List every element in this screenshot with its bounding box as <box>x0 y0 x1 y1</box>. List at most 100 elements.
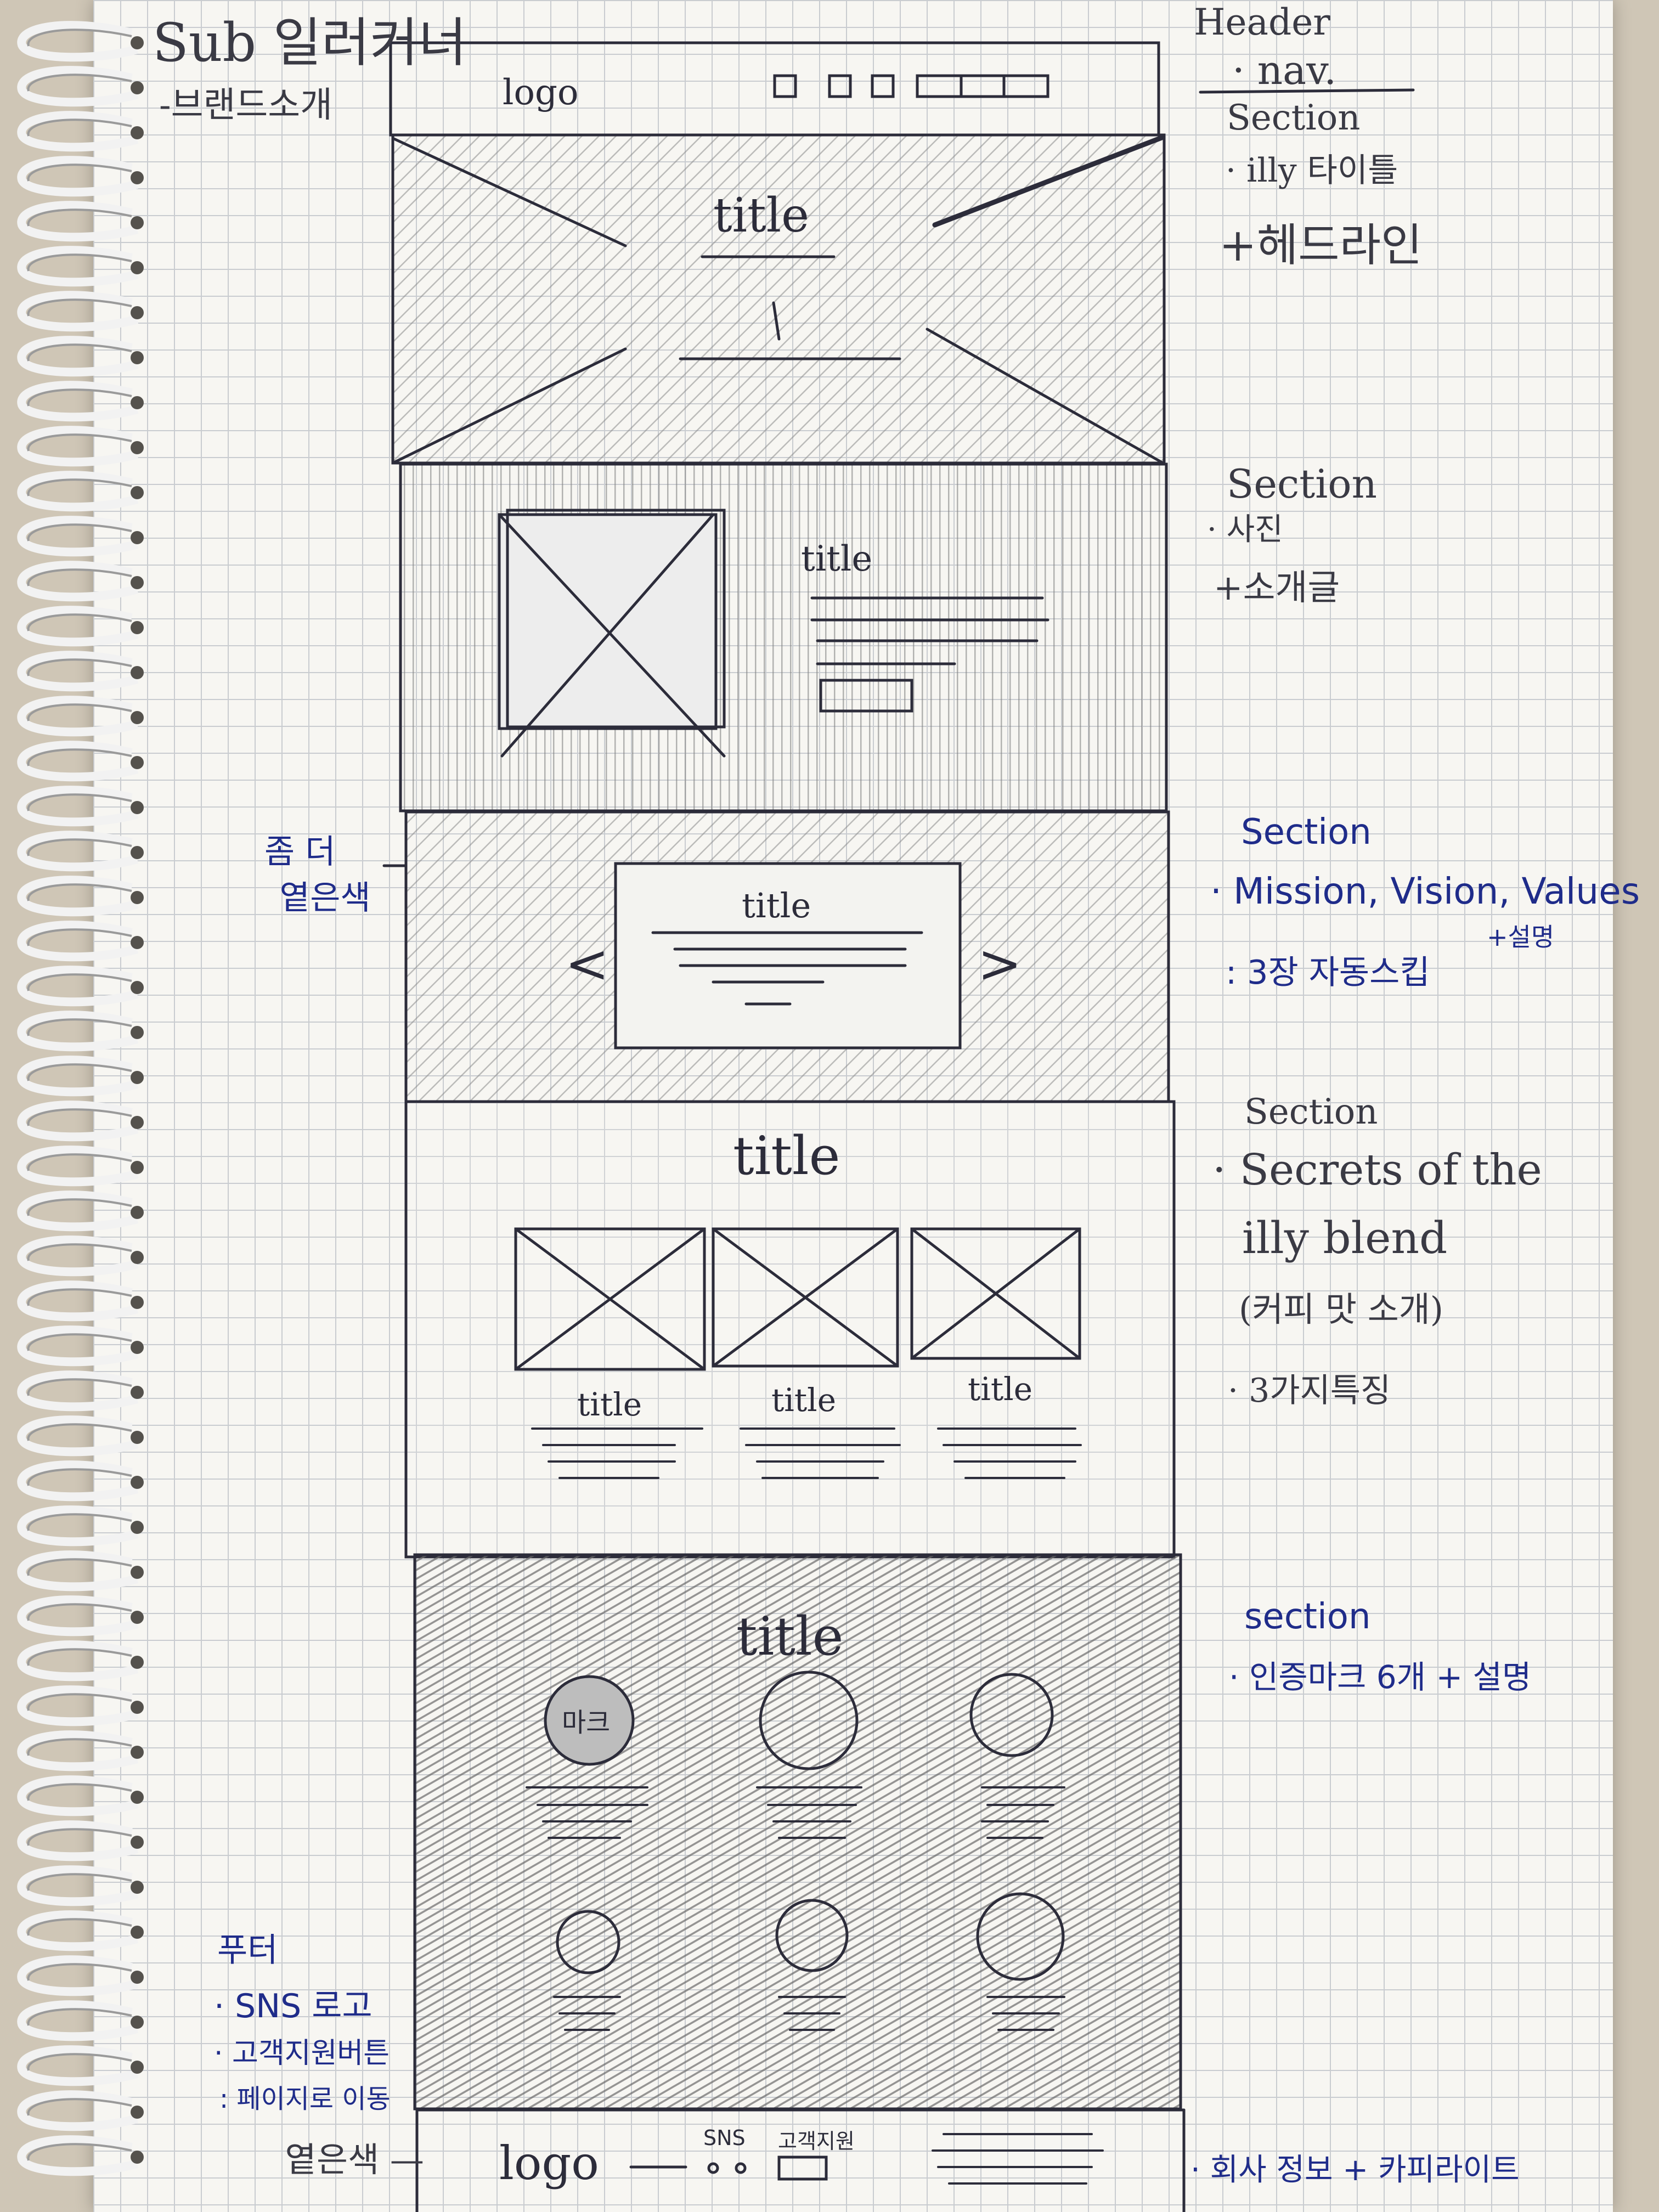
note-section2-b: +소개글 <box>1214 568 1340 608</box>
spiral-ring <box>17 1146 139 1187</box>
spiral-ring <box>17 696 139 737</box>
spiral-ring <box>17 2135 139 2176</box>
binding-hole <box>131 2151 144 2164</box>
spiral-ring <box>17 1685 139 1726</box>
spiral-ring-shadow <box>27 2053 132 2071</box>
spiral-ring-shadow <box>27 29 132 47</box>
spiral-ring <box>17 651 139 692</box>
intro-button <box>819 679 913 713</box>
spiral-ring <box>17 921 139 962</box>
spiral-ring <box>17 876 139 917</box>
binding-hole <box>131 216 144 229</box>
spiral-ring <box>17 1280 139 1322</box>
spiral-ring-shadow <box>27 1108 132 1126</box>
binding-hole <box>131 2106 144 2119</box>
note-section3-a: · Mission, Vision, Values <box>1210 870 1640 912</box>
spiral-ring-shadow <box>27 343 132 362</box>
spiral-ring-shadow <box>27 1738 132 1756</box>
spiral-ring-shadow <box>27 433 132 452</box>
spiral-binding <box>17 21 144 2176</box>
spiral-ring <box>17 1415 139 1457</box>
binding-hole <box>131 81 144 94</box>
cert-mark-label: 마크 <box>562 1707 610 1738</box>
spiral-ring-shadow <box>27 2098 132 2116</box>
note-slider-color-2: 옅은색 <box>280 879 371 917</box>
spiral-ring-shadow <box>27 523 132 541</box>
spiral-ring-shadow <box>27 1963 132 1981</box>
intro-image <box>498 513 718 730</box>
spiral-ring-shadow <box>27 1153 132 1171</box>
spiral-ring-shadow <box>27 1423 132 1441</box>
binding-hole <box>131 891 144 904</box>
spiral-ring-shadow <box>27 298 132 317</box>
note-section3: Section <box>1241 812 1372 853</box>
header-logo: logo <box>503 72 579 113</box>
note-header-nav: · nav. <box>1232 47 1337 93</box>
binding-hole <box>131 1701 144 1714</box>
binding-hole <box>131 1566 144 1579</box>
spiral-ring-shadow <box>27 119 132 137</box>
binding-hole <box>131 2061 144 2074</box>
binding-hole <box>131 171 144 184</box>
intro-title: title <box>801 539 872 579</box>
spiral-ring-shadow <box>27 1378 132 1396</box>
note-section3-c: : 3장 자동스킵 <box>1226 953 1430 992</box>
footer-sns: SNS <box>703 2126 746 2150</box>
spiral-ring <box>17 2000 139 2041</box>
spiral-ring <box>17 201 139 242</box>
spiral-ring <box>17 1325 139 1367</box>
spiral-ring-shadow <box>27 973 132 991</box>
note-section5: section <box>1244 1596 1371 1637</box>
note-footer: 푸터 <box>217 1931 278 1970</box>
note-section1-b: +헤드라인 <box>1219 219 1423 272</box>
note-section4-d: · 3가지특징 <box>1228 1372 1391 1410</box>
binding-hole <box>131 801 144 814</box>
binding-hole <box>131 1026 144 1039</box>
note-footer-c: : 페이지로 이동 <box>219 2084 391 2114</box>
note-footer-color: 옅은색 — <box>285 2140 424 2180</box>
binding-hole <box>131 1071 144 1084</box>
blend-section <box>404 1100 1176 1559</box>
spiral-ring-shadow <box>27 1693 132 1711</box>
spiral-ring-shadow <box>27 1558 132 1576</box>
note-section4: Section <box>1244 1092 1378 1132</box>
note-section2: Section <box>1227 461 1377 507</box>
spiral-ring <box>17 1550 139 1592</box>
binding-hole <box>131 1296 144 1309</box>
binding-hole <box>131 1611 144 1624</box>
spiral-ring-shadow <box>27 748 132 766</box>
spiral-ring-shadow <box>27 658 132 676</box>
blend-card-title-1: title <box>577 1386 642 1423</box>
spiral-ring <box>17 831 139 872</box>
note-section4-c: (커피 맛 소개) <box>1239 1289 1443 1329</box>
cert-title: title <box>736 1606 843 1667</box>
spiral-ring <box>17 1595 139 1637</box>
binding-hole <box>131 756 144 769</box>
spiral-ring-shadow <box>27 613 132 631</box>
binding-hole <box>131 1746 144 1759</box>
footer-support-label: 고객지원 <box>778 2129 855 2153</box>
spiral-ring-shadow <box>27 883 132 901</box>
spiral-ring-shadow <box>27 1333 132 1351</box>
binding-hole <box>131 711 144 724</box>
binding-hole <box>131 1431 144 1444</box>
spiral-ring <box>17 2090 139 2131</box>
spiral-ring-shadow <box>27 1063 132 1081</box>
spiral-ring <box>17 1101 139 1142</box>
spiral-ring <box>17 966 139 1007</box>
spiral-ring-shadow <box>27 568 132 586</box>
spiral-ring-shadow <box>27 703 132 721</box>
note-section1: Section <box>1227 98 1361 138</box>
hero-section <box>391 133 1166 465</box>
binding-hole <box>131 1251 144 1264</box>
binding-hole <box>131 576 144 589</box>
binding-hole <box>131 261 144 274</box>
spiral-ring <box>17 1820 139 1861</box>
blend-card-title-2: title <box>771 1381 836 1419</box>
footer-logo: logo <box>499 2136 599 2190</box>
spiral-ring <box>17 291 139 332</box>
spiral-ring-shadow <box>27 1783 132 1801</box>
spiral-ring-shadow <box>27 928 132 946</box>
spiral-ring <box>17 1235 139 1277</box>
